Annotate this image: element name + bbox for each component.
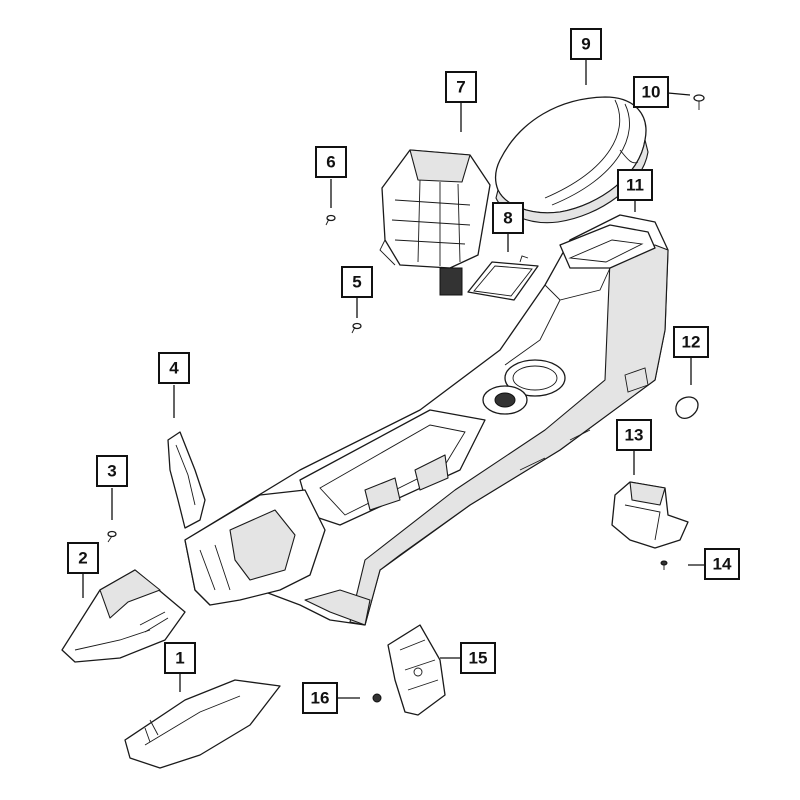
part-2-left-trim-panel xyxy=(61,569,186,663)
svg-text:6: 6 xyxy=(326,153,335,172)
svg-text:16: 16 xyxy=(311,689,330,708)
part-13-bracket xyxy=(611,481,689,549)
part-1-lower-trim xyxy=(124,679,281,769)
part-7-storage-bracket xyxy=(379,149,491,296)
callout-4: 4 xyxy=(158,352,190,384)
callout-8: 8 xyxy=(492,202,524,234)
leader-lines xyxy=(82,60,705,699)
svg-text:11: 11 xyxy=(626,176,644,195)
part-16-nut xyxy=(372,693,382,703)
svg-text:1: 1 xyxy=(175,649,184,668)
svg-text:10: 10 xyxy=(642,83,661,102)
part-11-console-body xyxy=(184,214,669,626)
callout-15: 15 xyxy=(460,642,496,674)
leader-10 xyxy=(667,92,691,96)
svg-text:4: 4 xyxy=(169,359,179,378)
part-4-trim-strip xyxy=(167,431,206,529)
callout-2: 2 xyxy=(67,542,99,574)
callout-1: 1 xyxy=(164,642,196,674)
callout-3: 3 xyxy=(96,455,128,487)
part-12-cap xyxy=(675,396,699,419)
part-14-screw xyxy=(660,560,668,570)
part-8-tray-pad xyxy=(467,255,539,301)
part-15-bracket-plate xyxy=(387,624,446,716)
callout-7: 7 xyxy=(445,71,477,103)
part-10-screw xyxy=(693,94,705,110)
callout-16: 16 xyxy=(302,682,338,714)
callout-10: 10 xyxy=(633,76,669,108)
callout-11: 11 xyxy=(617,169,653,201)
part-5-screw xyxy=(351,322,362,334)
svg-text:8: 8 xyxy=(503,209,512,228)
callout-14: 14 xyxy=(704,548,740,580)
callout-13: 13 xyxy=(616,419,652,451)
callout-6: 6 xyxy=(315,146,347,178)
part-3-screw xyxy=(107,530,117,543)
callout-12: 12 xyxy=(673,326,709,358)
svg-text:2: 2 xyxy=(78,549,87,568)
svg-text:13: 13 xyxy=(625,426,644,445)
svg-text:3: 3 xyxy=(107,462,116,481)
svg-text:9: 9 xyxy=(581,35,590,54)
svg-text:7: 7 xyxy=(456,78,465,97)
svg-text:14: 14 xyxy=(713,555,732,574)
callout-9: 9 xyxy=(570,28,602,60)
part-6-screw xyxy=(325,214,336,226)
svg-text:5: 5 xyxy=(352,273,361,292)
svg-text:15: 15 xyxy=(469,649,488,668)
svg-text:12: 12 xyxy=(682,333,701,352)
callout-5: 5 xyxy=(341,266,373,298)
